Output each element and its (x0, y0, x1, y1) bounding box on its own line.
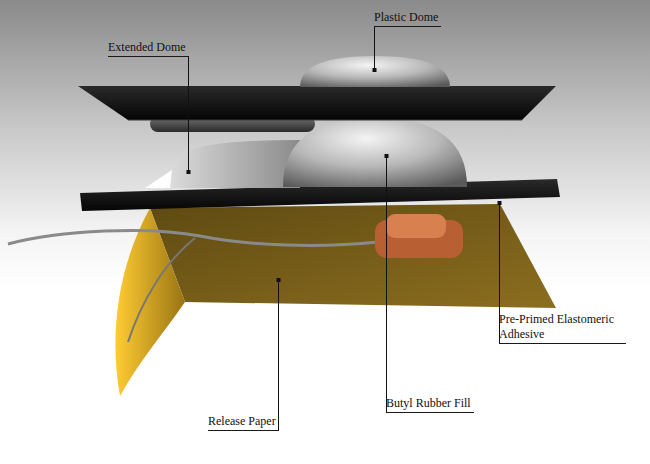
leader-line (386, 156, 387, 413)
leader-line (278, 280, 279, 431)
release-paper (150, 204, 556, 308)
butyl-pad-top (386, 214, 446, 238)
upper-plate (78, 86, 556, 120)
paper-curl (115, 208, 185, 396)
leader-dot (187, 170, 191, 174)
dome-edge (145, 170, 172, 188)
leader-line (374, 27, 375, 70)
wire (128, 238, 195, 342)
wire (8, 230, 378, 245)
extended-dome (150, 140, 300, 188)
part-label: Pre-Primed Elastomeric Adhesive (499, 312, 626, 344)
leader-line (188, 57, 189, 172)
part-label: Butyl Rubber Fill (386, 396, 474, 413)
part-label: Release Paper (208, 414, 279, 431)
part-label: Extended Dome (108, 40, 189, 57)
leader-dot (373, 68, 377, 72)
leader-dot (277, 278, 281, 282)
leader-dot (385, 154, 389, 158)
leader-dot (498, 201, 502, 205)
plate-edge (128, 120, 522, 121)
part-label: Plastic Dome (374, 10, 441, 27)
